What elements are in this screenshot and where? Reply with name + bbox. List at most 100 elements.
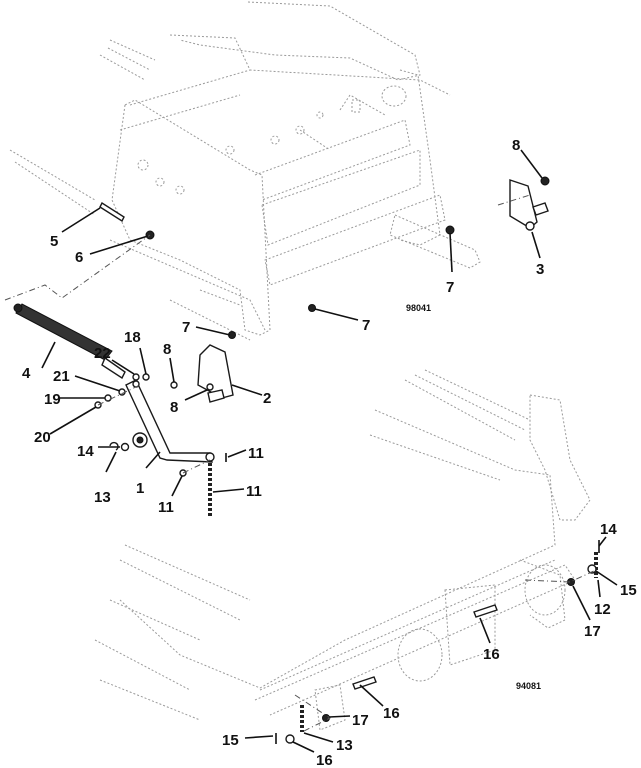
callout-15: 15: [620, 582, 637, 599]
callout-13: 14: [77, 443, 94, 460]
frame-front-beam: [254, 119, 421, 246]
frame-slot: [299, 94, 386, 151]
leader-11-upper: [212, 488, 245, 493]
leader-9: [171, 475, 183, 497]
leader-8-left: [169, 357, 175, 383]
callout-8: 8: [512, 137, 520, 154]
bracket3-centerline: [497, 194, 531, 206]
callout-14: 14: [600, 521, 617, 538]
callout-7: 7: [182, 319, 190, 336]
frame-hole: [351, 99, 361, 113]
arm-bolt-centerline: [97, 384, 211, 474]
callout-7: 7: [446, 279, 454, 296]
callout-labels: 5 6 7 7 7 8 8 8 2 3 4 18 22 21 19 20 14 …: [22, 137, 637, 768]
leader-6: [89, 235, 149, 255]
callout-8: 8: [170, 399, 178, 416]
figure-ref-upper: 98041: [406, 303, 431, 313]
leader-7-right: [314, 308, 359, 321]
callout-17: 17: [584, 623, 601, 640]
callout-11: 12: [594, 601, 611, 618]
frame-hole: [316, 111, 324, 119]
callout-18: 18: [124, 329, 141, 346]
leader-12: [105, 451, 117, 473]
assembly-lines: [4, 194, 597, 733]
callout-7: 7: [362, 317, 370, 334]
leader-16-right: [479, 617, 491, 644]
nut-17-lower: [322, 714, 330, 722]
washer-15-lower: [285, 734, 295, 744]
washer-13: [120, 442, 130, 452]
frame-right-plate: [399, 69, 441, 246]
lower-deck-assembly: [94, 369, 591, 731]
leader-11-right: [597, 579, 601, 598]
leader-14-right: [598, 536, 607, 547]
deck-top-surface: [119, 409, 556, 689]
callout-9: 11: [158, 499, 174, 516]
frame-hole: [137, 159, 149, 171]
pin-16-right: [473, 604, 498, 618]
leader-17-right: [572, 585, 591, 621]
frame-left-rails: [9, 39, 156, 216]
lower-left-centerline: [294, 694, 332, 733]
washer-15-right: [587, 564, 597, 574]
spring-centerline: [4, 234, 151, 301]
upper-frame-assembly: [9, 1, 481, 341]
frame-left-plate: [111, 99, 271, 336]
frame-hole: [175, 185, 185, 195]
leader-20: [74, 375, 121, 392]
washer-22: [132, 373, 140, 381]
frame-lower-rail: [264, 194, 446, 286]
frame-lower-left: [109, 239, 266, 341]
callout-2: 2: [263, 390, 271, 407]
leader-14-lower: [244, 735, 274, 739]
callout-3: 3: [536, 261, 544, 278]
nut-7-upper: [445, 225, 455, 235]
frame-hole: [155, 177, 165, 187]
callout-15: 16: [316, 752, 333, 768]
lift-arm: [125, 379, 215, 463]
lower-right-centerline: [524, 569, 597, 583]
frame-round-hole: [381, 85, 407, 107]
callout-11: 11: [246, 483, 262, 500]
leader-4: [41, 341, 56, 369]
deck-side-lines: [94, 544, 251, 721]
deck-mount-mid: [444, 584, 496, 666]
leader-1: [145, 451, 161, 469]
callout-11: 13: [336, 737, 353, 754]
callout-4: 4: [22, 365, 31, 382]
callout-19: 19: [44, 391, 61, 408]
callout-8: 8: [163, 341, 171, 358]
callout-6: 6: [75, 249, 83, 266]
frame-top-outline: [179, 1, 421, 81]
bolt-18: [142, 373, 150, 381]
frame-crossmember: [119, 69, 251, 131]
figure-ref-lower: 94081: [516, 681, 541, 691]
pin-16-lower: [352, 676, 377, 690]
bracket-right: [509, 179, 549, 231]
leader-7-mid: [195, 326, 231, 336]
bolt-8-lower: [206, 383, 214, 391]
deck-top-lines: [404, 369, 531, 441]
deck-baffle: [529, 394, 591, 521]
nut-7-right: [308, 304, 316, 312]
leader-18: [139, 347, 147, 375]
leader-15-right: [595, 570, 618, 586]
leader-22: [111, 359, 135, 375]
deck-wheel-right: [524, 564, 566, 616]
leader-2: [231, 384, 263, 396]
leader-8-lower: [184, 389, 208, 401]
frame-back-rail: [169, 34, 451, 96]
leader-11-lower: [303, 732, 334, 743]
bracket-left: [197, 344, 234, 403]
frame-hole: [270, 135, 280, 145]
frame-hole: [295, 125, 305, 135]
deck-hanger-right: [519, 559, 566, 629]
extension-spring: [13, 303, 126, 380]
frame-tube: [389, 214, 481, 269]
deck-mount-left: [314, 684, 346, 731]
deck-far-edge: [369, 434, 501, 481]
frame-hole: [225, 145, 235, 155]
callout-20: 21: [53, 368, 70, 385]
callout-22: 22: [94, 345, 111, 362]
